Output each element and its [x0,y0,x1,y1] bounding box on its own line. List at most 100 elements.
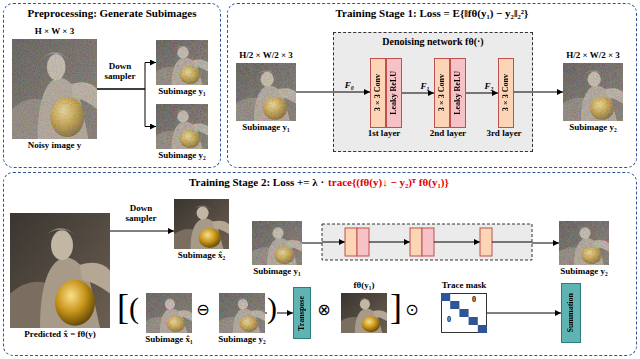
parenthesis: ( [129,293,139,323]
photo-thumbnail [146,293,192,333]
noise [236,63,296,121]
panel-title: Preprocessing: Generate Subimages [4,7,220,19]
layer-name: Leaky ReLU [454,71,462,115]
layer-name: 3×3 Conv [438,74,446,111]
operation-box: Summation [561,283,581,343]
noise [252,221,302,265]
layer-caption: 3rd layer [486,129,521,138]
feature-map-label: F₁ [420,82,429,91]
mask-cell [450,301,459,309]
image-caption: Predicted x̂ = fθ(y) [24,330,95,340]
arrow [434,242,480,243]
image-caption: H/2 × W/2 × 3 [566,51,620,61]
photo-thumbnail [174,199,229,249]
operation-box: Transpose [293,287,311,339]
image-thumbnail: H/2 × W/2 × 3Subimage y₂ [563,63,623,121]
image-thumbnail: Subimage y₂ [219,293,265,333]
panel-title: Training Stage 2: Loss += λ ·trace{(fθ(y… [189,176,449,188]
layer-name: Summation [567,293,575,333]
image-caption: fθ(y₁) [354,281,375,291]
image-caption: Subimage y₂ [569,123,616,133]
photo-thumbnail [10,213,110,328]
image-thumbnail: H × W × 3Noisy image y [12,39,97,139]
image-caption: Trace mask [442,281,487,291]
image-caption: Subimage x̂₁ [145,335,192,345]
feature-map-label: F₂ [484,82,493,91]
mask-value: 0 [447,316,451,324]
image-thumbnail: Subimage y₂ [156,104,208,149]
image-caption: Subimage y₂ [560,267,607,277]
mask-grid [441,293,487,333]
connector-arrow [97,89,156,127]
conv-layer: 3×3 Conv [370,58,386,128]
image-thumbnail: H/2 × W/2 × 3Subimage y₁ [236,63,296,121]
image-thumbnail: Subimage y₂ [559,221,609,265]
conv-layer [410,228,422,256]
noise [559,221,609,265]
panel-title-text: Training Stage 2: Loss += λ · [189,176,324,188]
connector-arrow [402,93,434,94]
panel-title: Training Stage 1: Loss = E{‖fθ(y₁) − y₂‖… [228,7,636,19]
conv-layer [345,228,357,256]
parenthesis: ) [267,293,277,323]
trace-mask: Trace mask [441,293,487,333]
mask-cell [469,317,478,325]
image-caption: Subimage y₁ [253,267,300,277]
activation-layer: Leaky ReLU [386,58,402,128]
mask-value: 0 [472,296,476,304]
noise [146,293,192,333]
noise [219,293,265,333]
layer-caption: 2nd layer [430,129,466,138]
mask-cell [478,325,487,333]
noise [156,104,208,149]
connector-arrow [487,313,561,314]
bracket: [ [117,289,129,325]
layer-name: Transpose [298,296,306,331]
image-thumbnail: Subimage y₁ [156,40,208,85]
image-caption: Noisy image y [28,141,82,151]
stage-panel: Preprocessing: Generate Subimages H × W ×… [3,3,221,168]
connector-arrow [514,92,563,93]
process-note: Down sampler [119,204,163,224]
image-caption: Subimage x̂₂ [178,251,225,261]
photo-thumbnail [156,40,208,85]
arrow [369,242,410,243]
bracket: ] [390,289,402,325]
conv-layer [480,228,492,256]
noise [563,63,623,121]
connector-arrow [97,63,156,90]
layer-name: 3×3 Conv [374,74,382,111]
image-caption: H × W × 3 [35,27,74,37]
layer-name: Leaky ReLU [390,71,398,115]
photo-thumbnail [236,63,296,121]
arrow [492,242,532,243]
photo-thumbnail [341,293,387,333]
operator-symbol: ⊖ [196,302,209,318]
image-thumbnail: Subimage x̂₁ [146,293,192,333]
operator-symbol: ⊙ [405,302,418,318]
image-thumbnail: fθ(y₁) [341,293,387,333]
network-box [322,224,532,260]
process-note: Down sampler [99,62,141,82]
image-caption: Subimage y₂ [158,151,205,161]
photo-thumbnail [12,39,97,139]
image-caption: Subimage y₂ [218,335,265,345]
operator-symbol: ⊗ [317,302,330,318]
panel-title-text: Training Stage 1: Loss = E{‖fθ(y₁) − y₂‖… [336,7,529,19]
image-thumbnail: Subimage x̂₂ [174,199,229,249]
photo-thumbnail [252,221,302,265]
network-title: Denoising network fθ(·) [334,36,532,47]
photo-thumbnail [563,63,623,121]
mask-cell [459,309,468,317]
connector-arrow [466,93,498,94]
photo-thumbnail [219,293,265,333]
connector-arrow [302,243,559,244]
conv-layer: 3×3 Conv [498,58,514,128]
activation-layer [422,228,434,256]
noise [12,39,97,139]
feature-map-label: F₀ [345,81,354,90]
conv-layer: 3×3 Conv [434,58,450,128]
image-caption: Subimage y₁ [158,87,205,97]
image-thumbnail: Subimage y₁ [252,221,302,265]
activation-layer: Leaky ReLU [450,58,466,128]
